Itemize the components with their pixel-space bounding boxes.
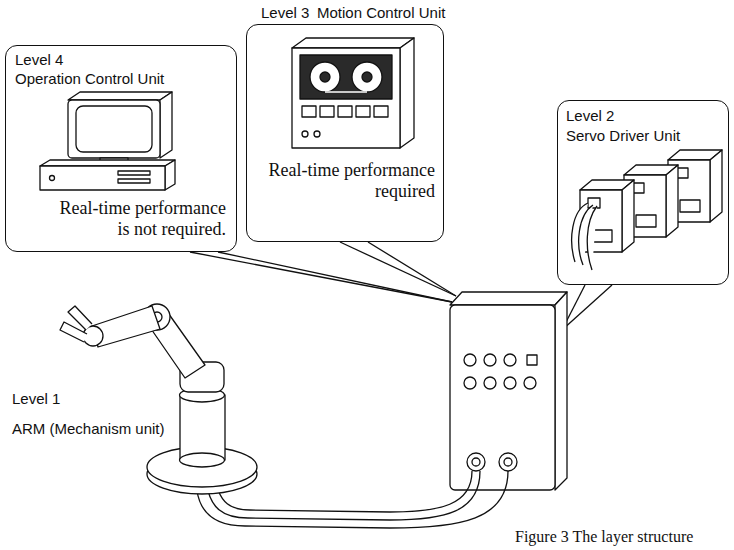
controller-cabinet xyxy=(504,377,516,389)
servo-driver-icon xyxy=(588,198,600,208)
level-heading: Level 2 xyxy=(566,107,614,125)
motion-controller-icon xyxy=(310,62,340,92)
leader-line xyxy=(218,252,452,302)
robot-arm xyxy=(180,453,225,467)
motion-controller-icon xyxy=(400,38,414,148)
servo-driver-icon xyxy=(710,150,722,222)
controller-cabinet xyxy=(464,354,476,366)
robot-arm xyxy=(60,322,87,342)
computer-icon xyxy=(160,92,172,158)
leader-line xyxy=(368,242,456,296)
controller-cabinet xyxy=(499,453,517,471)
controller-cabinet xyxy=(472,458,480,466)
computer-icon xyxy=(40,160,175,166)
servo-driver-icon xyxy=(592,230,612,242)
level-balloon: Level 2 Servo Driver Unit xyxy=(557,100,729,285)
controller-cabinet xyxy=(504,458,512,466)
leader-line xyxy=(340,242,456,296)
performance-note: Real-time performance required xyxy=(262,160,435,202)
level-balloon: Level 3Motion Control UnitReal-time perf… xyxy=(246,24,444,242)
controller-cabinet xyxy=(555,292,567,490)
motion-controller-icon xyxy=(292,38,414,148)
controller-cabinet xyxy=(467,453,485,471)
leader-line xyxy=(190,252,452,302)
controller-cabinet xyxy=(464,377,476,389)
performance-note: Real-time performance is not required. xyxy=(53,198,226,240)
motion-controller-icon xyxy=(352,62,382,92)
unit-name: Operation Control Unit xyxy=(15,70,164,88)
unit-name: ARM (Mechanism unit) xyxy=(12,420,165,438)
computer-icon xyxy=(40,166,165,190)
controller-cabinet xyxy=(450,305,555,490)
motion-controller-icon xyxy=(356,106,370,117)
computer-icon xyxy=(165,160,175,190)
controller-cabinet xyxy=(484,354,496,366)
computer-icon xyxy=(118,171,150,175)
unit-name: Motion Control Unit xyxy=(317,4,445,22)
level-heading: Level 3 xyxy=(261,4,309,22)
leader-line xyxy=(562,285,612,330)
motion-controller-icon xyxy=(320,72,330,82)
controller-cabinet xyxy=(527,355,537,365)
controller-cabinet xyxy=(504,354,516,366)
motion-controller-icon xyxy=(314,131,320,137)
level-heading: Level 1 xyxy=(12,390,60,408)
servo-driver-icon xyxy=(666,165,678,237)
level-balloon: Level 4Operation Control UnitReal-time p… xyxy=(5,45,237,252)
computer-icon xyxy=(68,92,172,100)
unit-name: Servo Driver Unit xyxy=(566,127,680,145)
servo-driver-icon xyxy=(636,215,656,227)
motion-controller-icon xyxy=(320,106,334,117)
robot-arm xyxy=(180,395,225,460)
robot-arm xyxy=(60,304,257,494)
motion-controller-icon xyxy=(362,72,372,82)
computer-icon xyxy=(50,176,55,181)
motion-controller-icon xyxy=(300,55,392,99)
servo-driver-icon xyxy=(622,180,634,252)
level-heading: Level 4 xyxy=(15,51,63,69)
robot-arm xyxy=(147,447,257,487)
controller-cabinet xyxy=(450,292,567,490)
motion-controller-icon xyxy=(302,131,308,137)
controller-cabinet xyxy=(450,292,567,305)
figure-caption: Figure 3 The layer structure xyxy=(515,527,693,546)
controller-cabinet xyxy=(484,377,496,389)
motion-controller-icon xyxy=(292,38,414,48)
servo-driver-icon xyxy=(587,206,597,270)
motion-controller-icon xyxy=(325,91,367,92)
motion-controller-icon xyxy=(302,106,316,117)
computer-icon xyxy=(40,92,175,190)
computer-icon xyxy=(68,100,160,158)
servo-driver-icon xyxy=(572,150,722,270)
computer-icon xyxy=(76,106,152,152)
motion-controller-icon xyxy=(374,106,388,117)
motion-controller-icon xyxy=(338,106,352,117)
computer-icon xyxy=(118,179,150,183)
controller-cabinet xyxy=(524,377,536,389)
motion-controller-icon xyxy=(292,48,400,148)
servo-driver-icon xyxy=(680,200,700,212)
